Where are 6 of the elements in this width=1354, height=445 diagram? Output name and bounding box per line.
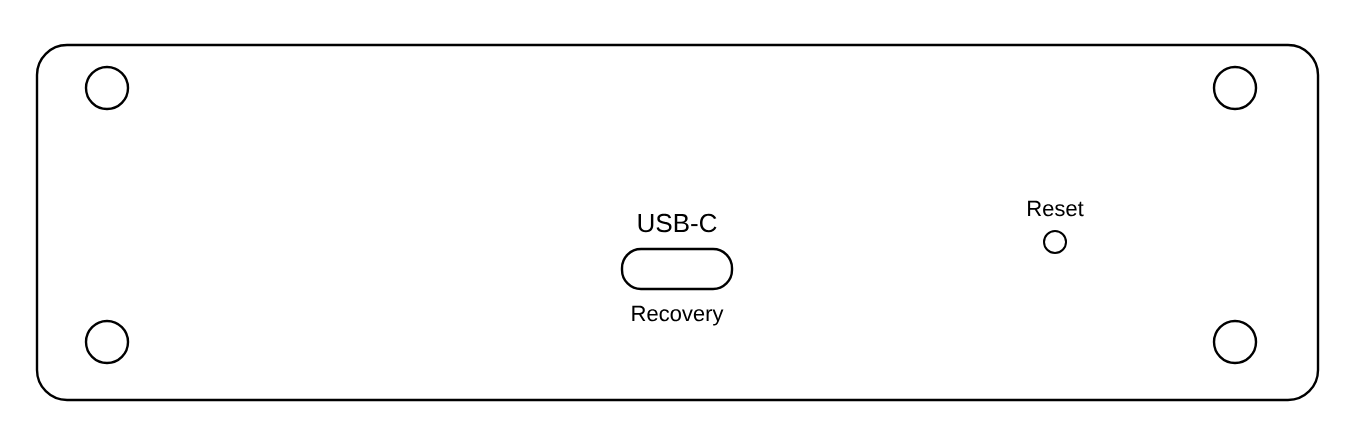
part-label: Reset [1028, 200, 1084, 217]
panel [35, 43, 1320, 402]
reset-button [1043, 230, 1067, 254]
part-label: USB-C [638, 213, 717, 233]
usb-port [620, 247, 734, 291]
part-label: Recovery [632, 305, 724, 326]
